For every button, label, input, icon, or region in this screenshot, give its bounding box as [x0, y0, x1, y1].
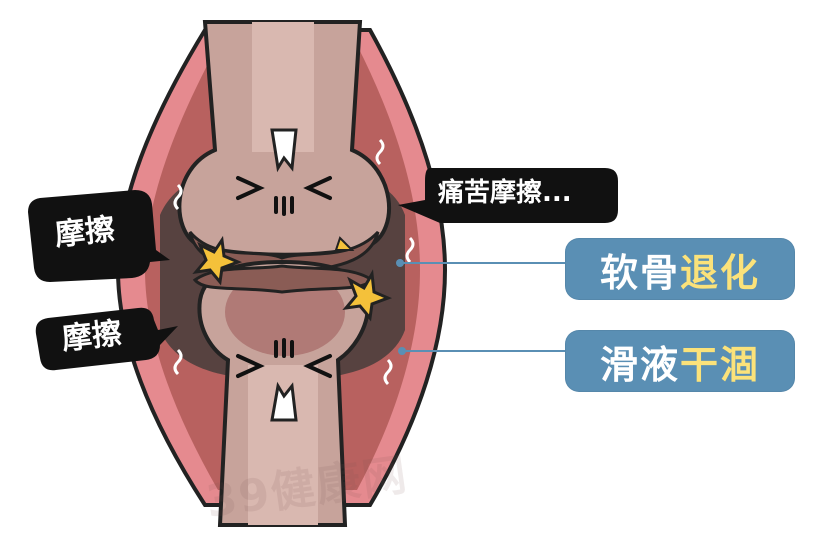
lower-bone-fracture-mark	[270, 381, 298, 422]
label-cartilage-part2: 退化	[680, 250, 761, 295]
speech-bubble-left-lower	[35, 307, 178, 371]
speech-bubble-left-upper	[28, 190, 170, 282]
friction-spark-icon	[192, 235, 243, 286]
speech-bubble-top-right	[398, 168, 618, 223]
friction-spark-icon	[342, 269, 393, 322]
bubble-text-top-right: 痛苦摩擦...	[438, 178, 572, 208]
upper-face	[236, 176, 332, 216]
motion-squiggles	[173, 138, 415, 386]
label-synovial-dryness: 滑液干涸	[565, 330, 795, 392]
bubble-text-left-upper: 摩擦	[53, 211, 117, 254]
bubble-text-left-lower: 摩擦	[60, 315, 124, 358]
lower-face	[236, 338, 332, 378]
label-synovial-part2: 干涸	[680, 342, 761, 387]
label-cartilage-part1: 软骨	[599, 250, 680, 295]
label-synovial-part1: 滑液	[599, 342, 680, 387]
friction-spark-icon	[334, 236, 355, 251]
upper-bone-fracture-mark	[270, 128, 298, 173]
label-cartilage-degeneration: 软骨退化	[565, 238, 795, 300]
